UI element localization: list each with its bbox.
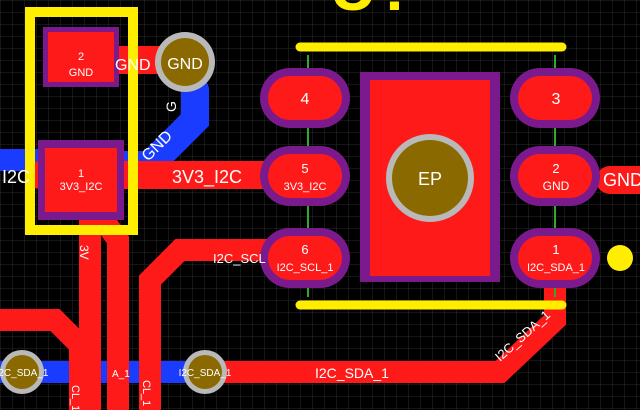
trace-label-gnd-right: GND [603, 170, 640, 190]
ic-pin-1[interactable]: 1 I2C_SDA_1 [510, 228, 600, 288]
via-sda-mid-label: I2C_SDA_1 [179, 368, 232, 379]
trace-label-gnd-vert: G [163, 101, 179, 112]
trace-label-3v3: 3V3_I2C [172, 167, 242, 188]
trace-label-3v3-vertical: 3V [77, 245, 91, 260]
trace-label-scl-left-bottom: CL_1 [69, 385, 81, 410]
exposed-pad-label: EP [418, 169, 442, 189]
connector-pad-1[interactable]: 1 3V3_I2C [38, 140, 124, 220]
exposed-pad[interactable]: EP [360, 72, 500, 282]
ic-pin-1-number: 1 [552, 242, 559, 257]
via-gnd-label: GND [167, 56, 203, 73]
ic-pin-4[interactable]: 4 [260, 68, 350, 128]
connector-pad-2[interactable]: 2 GND [43, 27, 119, 87]
ic-pin-3[interactable]: 3 [510, 68, 600, 128]
via-sda-left-label: I2C_SDA_1 [0, 368, 49, 379]
pin1-indicator-dot [607, 245, 633, 271]
top-silkscreen-text: U? [330, 0, 415, 24]
via-gnd[interactable]: GND [155, 32, 215, 92]
connector-pad-2-net: GND [69, 67, 94, 79]
ic-pin-4-number: 4 [301, 91, 310, 108]
ic-pin-5-number: 5 [301, 161, 308, 176]
ic-pin-3-number: 3 [552, 91, 561, 108]
connector-pad-1-net: 3V3_I2C [60, 181, 103, 193]
ic-pin-6-net: I2C_SCL_1 [277, 262, 334, 274]
connector-pad-1-number: 1 [78, 168, 84, 180]
ic-pin-5-net: 3V3_I2C [284, 181, 327, 193]
ic-pin-2[interactable]: 2 GND [510, 146, 600, 206]
ic-pin-2-number: 2 [552, 161, 559, 176]
trace-label-scl-mid-bottom: CL_1 [140, 380, 152, 406]
via-sda-mid[interactable]: I2C_SDA_1 [179, 350, 232, 394]
ic-pin-1-net: I2C_SDA_1 [527, 262, 585, 274]
trace-label-scl: I2C_SCL [213, 251, 266, 266]
ic-pin-2-net: GND [543, 179, 570, 193]
connector-outline [25, 7, 138, 235]
trace-label-3v3-left: I2C [2, 167, 30, 187]
ic-pin-5[interactable]: 5 3V3_I2C [260, 146, 350, 206]
ic-pin-6[interactable]: 6 I2C_SCL_1 [260, 228, 350, 288]
trace-label-blue-a: A_1 [112, 369, 130, 380]
via-sda-left[interactable]: I2C_SDA_1 [0, 350, 49, 394]
ic-pin-6-number: 6 [301, 242, 308, 257]
trace-label-sda-horizontal: I2C_SDA_1 [315, 365, 389, 381]
connector-pad-2-number: 2 [78, 51, 84, 63]
trace-label-gnd-near: GND [115, 57, 151, 74]
